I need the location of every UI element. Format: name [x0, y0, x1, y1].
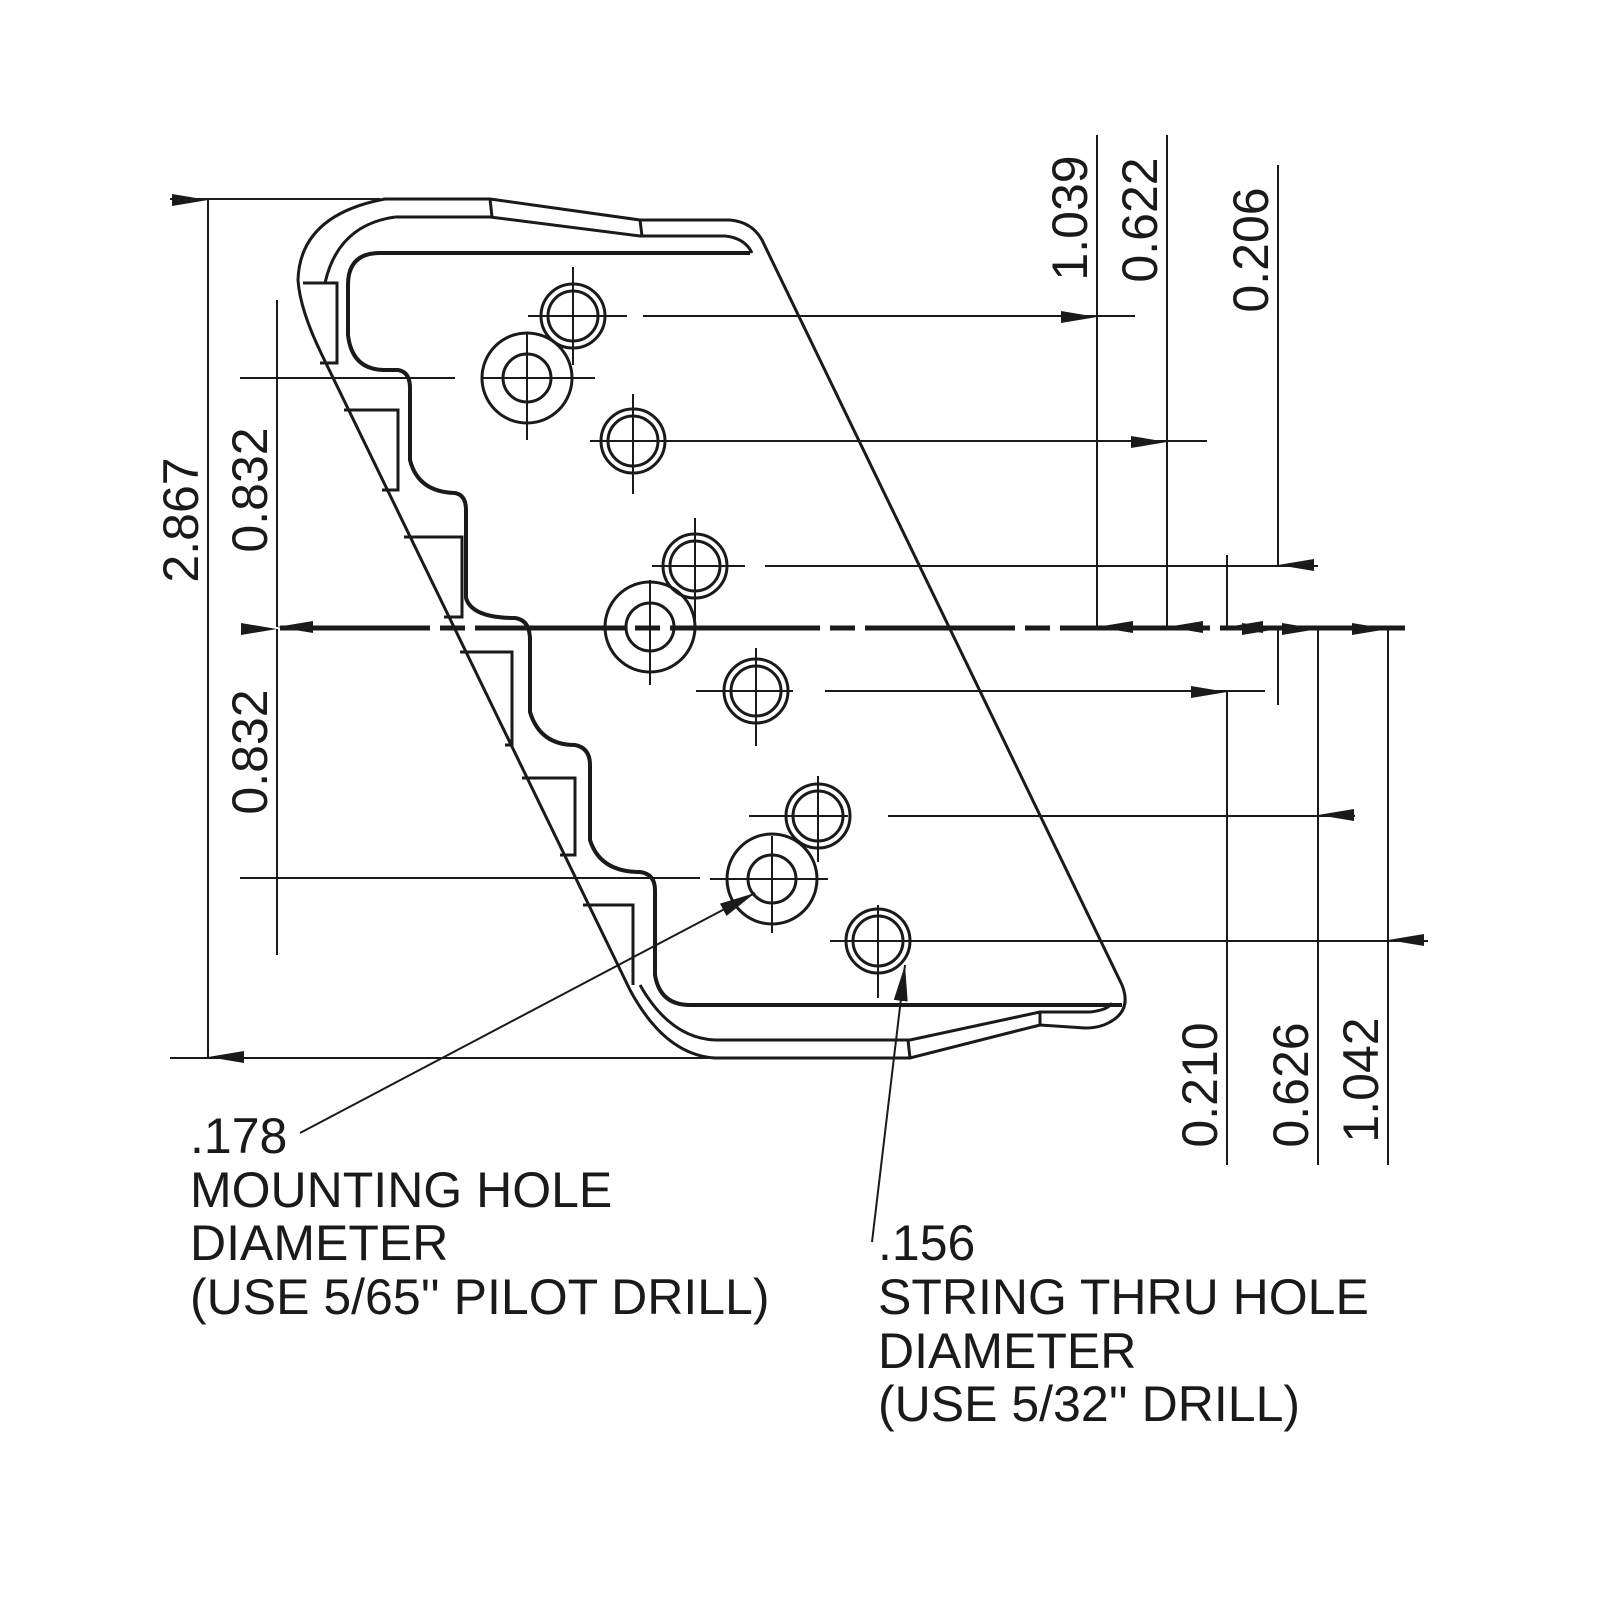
tabs — [303, 281, 635, 985]
mounting-hole — [603, 580, 697, 685]
dimension-labels: 2.867 0.832 0.832 1.039 0.622 0.206 0.21… — [153, 155, 1389, 1147]
string-hole — [696, 648, 793, 746]
mounting-hole — [710, 832, 828, 933]
string-hole — [830, 905, 912, 998]
dim-mount-upper: 0.832 — [222, 427, 278, 552]
dim-hole-3: 0.206 — [1223, 187, 1279, 312]
dimension-lines — [172, 135, 1424, 1165]
mounting-size: .178 — [190, 1108, 287, 1164]
string-thru-holes — [528, 267, 912, 998]
dim-mount-lower: 0.832 — [222, 689, 278, 814]
inner-contour — [346, 251, 1122, 1007]
string-leader — [871, 964, 908, 1243]
dim-hole-6: 1.042 — [1333, 1017, 1389, 1142]
string-hole-note: .156 STRING THRU HOLE DIAMETER (USE 5/32… — [878, 1215, 1369, 1432]
string-line2: DIAMETER — [878, 1323, 1136, 1379]
string-hole — [590, 394, 680, 494]
mounting-line2: DIAMETER — [190, 1215, 448, 1271]
dim-hole-4: 0.210 — [1172, 1022, 1228, 1147]
string-line1: STRING THRU HOLE — [878, 1269, 1369, 1325]
dim-hole-2: 0.622 — [1112, 157, 1168, 282]
string-hole — [528, 267, 627, 365]
mounting-line1: MOUNTING HOLE — [190, 1162, 612, 1218]
string-line3: (USE 5/32'' DRILL) — [878, 1376, 1300, 1432]
string-hole — [749, 776, 852, 862]
dim-hole-5: 0.626 — [1263, 1022, 1319, 1147]
mounting-hole-note: .178 MOUNTING HOLE DIAMETER (USE 5/65'' … — [190, 1108, 770, 1325]
mounting-leader — [299, 892, 756, 1134]
mounting-line3: (USE 5/65'' PILOT DRILL) — [190, 1269, 770, 1325]
dim-overall-height: 2.867 — [153, 457, 209, 582]
dim-hole-1: 1.039 — [1042, 155, 1098, 280]
string-size: .156 — [878, 1215, 975, 1271]
mounting-hole — [480, 331, 595, 440]
mounting-holes — [480, 331, 828, 933]
string-hole — [652, 518, 745, 620]
